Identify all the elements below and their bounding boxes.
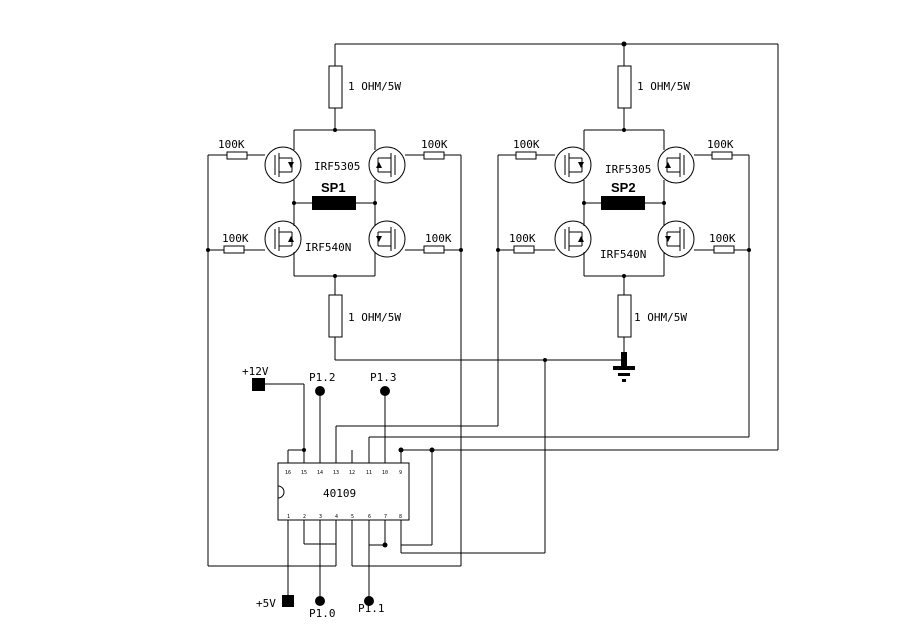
- terminal-p10: P1.0: [309, 596, 336, 620]
- ic-pin-4: 4: [335, 514, 338, 520]
- bridge1-pmos-label: IRF5305: [314, 160, 360, 173]
- bridge2-gate-resistor-2: [711, 151, 733, 160]
- bridge1-top-resistor-label: 1 OHM/5W: [348, 80, 401, 93]
- supply-rail: [334, 41, 779, 451]
- bridge2-bottom-resistor-label: 1 OHM/5W: [634, 311, 687, 324]
- terminal-5v-label: +5V: [256, 597, 276, 610]
- ic-pin-9: 9: [399, 470, 402, 476]
- ic-pin-3: 3: [319, 514, 322, 520]
- ic-pin-1: 1: [287, 514, 290, 520]
- speaker-sp2-label: SP2: [611, 180, 636, 195]
- terminal-p11-label: P1.1: [358, 602, 385, 615]
- terminal-p12-label: P1.2: [309, 371, 336, 384]
- bridge1-bottom-resistor: [328, 294, 343, 338]
- bridge1-top-left-mosfet: [264, 146, 302, 184]
- ic-40109: 40109 16 15 14 13 12 11 10 9 1 2: [277, 450, 410, 533]
- ic-wiring: [208, 383, 749, 601]
- bridge1-gate-resistor-4: [423, 245, 445, 254]
- bridge-2: 1 OHM/5W SP2: [496, 65, 751, 437]
- bridge2-gate-resistor-3-label: 100K: [509, 232, 536, 245]
- bridge1-gate-resistor-3: [223, 245, 245, 254]
- bridge2-pmos-label: IRF5305: [605, 163, 651, 176]
- speaker-sp2: [601, 196, 645, 210]
- ground-symbol: [543, 352, 635, 553]
- terminal-5v: +5V: [256, 595, 294, 610]
- bridge1-bottom-right-mosfet: [368, 220, 406, 258]
- terminal-p12: P1.2: [309, 371, 336, 396]
- bridge-1: 1 OHM/5W: [206, 65, 624, 566]
- bridge2-top-right-mosfet: [657, 146, 695, 184]
- ic-pin-12: 12: [349, 470, 355, 476]
- ic-pin-8: 8: [399, 514, 402, 520]
- terminal-p10-label: P1.0: [309, 607, 336, 620]
- bridge2-gate-resistor-4-label: 100K: [709, 232, 736, 245]
- ic-pin-13: 13: [333, 470, 339, 476]
- ic-pin-5: 5: [351, 514, 354, 520]
- ic-pin-11: 11: [366, 470, 372, 476]
- bridge1-nmos-label: IRF540N: [305, 241, 351, 254]
- terminal-p13: P1.3: [370, 371, 397, 396]
- ic-pin-6: 6: [368, 514, 371, 520]
- bridge2-bottom-left-mosfet: [554, 220, 592, 258]
- ic-pin-14: 14: [317, 470, 323, 476]
- bridge1-top-resistor: [328, 65, 343, 109]
- bridge2-bottom-right-mosfet: [657, 220, 695, 258]
- ic-40109-label: 40109: [323, 487, 356, 500]
- bridge2-gate-resistor-3: [513, 245, 535, 254]
- bridge1-bottom-left-mosfet: [264, 220, 302, 258]
- bridge1-bottom-resistor-label: 1 OHM/5W: [348, 311, 401, 324]
- terminal-12v-pad: [252, 378, 265, 391]
- ic-pin-7: 7: [384, 514, 387, 520]
- terminal-p11: P1.1: [358, 596, 385, 615]
- ic-notch: [277, 485, 285, 499]
- terminal-p12-pad: [315, 386, 325, 396]
- bridge1-gate-resistor-2-label: 100K: [421, 138, 448, 151]
- speaker-sp1: [312, 196, 356, 210]
- terminal-12v: +12V: [242, 365, 269, 391]
- terminal-5v-pad: [282, 595, 294, 607]
- bridge2-gate-resistor-1: [515, 151, 537, 160]
- terminal-p13-pad: [380, 386, 390, 396]
- bridge2-top-resistor: [617, 65, 632, 109]
- bridge1-gate-resistor-3-label: 100K: [222, 232, 249, 245]
- terminal-p10-pad: [315, 596, 325, 606]
- bridge2-nmos-label: IRF540N: [600, 248, 646, 261]
- bridge2-top-left-mosfet: [554, 146, 592, 184]
- ic-pin-10: 10: [382, 470, 388, 476]
- terminal-p13-label: P1.3: [370, 371, 397, 384]
- bridge1-gate-resistor-1-label: 100K: [218, 138, 245, 151]
- bridge2-bottom-resistor: [617, 294, 632, 338]
- speaker-sp1-label: SP1: [321, 180, 346, 195]
- bridge1-gate-resistor-1: [226, 151, 248, 160]
- ic-pin-15: 15: [301, 470, 307, 476]
- ic-40109-body: [277, 462, 410, 521]
- bridge1-top-right-mosfet: [368, 146, 406, 184]
- ic-pin-16: 16: [285, 470, 291, 476]
- bridge2-gate-resistor-2-label: 100K: [707, 138, 734, 151]
- ic-pin-2: 2: [303, 514, 306, 520]
- bridge1-gate-resistor-2: [423, 151, 445, 160]
- bridge2-top-resistor-label: 1 OHM/5W: [637, 80, 690, 93]
- bridge2-gate-resistor-4: [713, 245, 735, 254]
- bridge1-gate-resistor-4-label: 100K: [425, 232, 452, 245]
- terminal-12v-label: +12V: [242, 365, 269, 378]
- terminal-p11-pad: [364, 596, 374, 606]
- bridge2-gate-resistor-1-label: 100K: [513, 138, 540, 151]
